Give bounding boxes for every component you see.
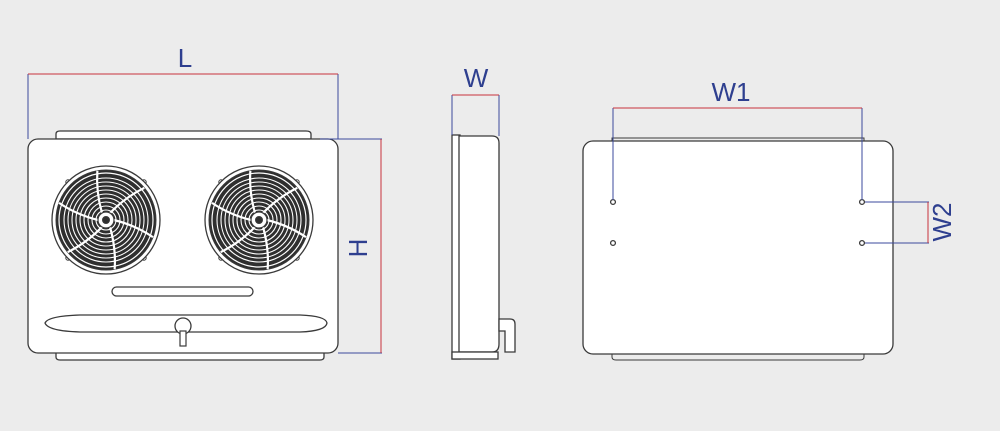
mount-hole [609, 239, 617, 247]
rear-top-rail [611, 137, 865, 141]
side-drain [498, 318, 516, 353]
label-H: H [343, 239, 373, 258]
dimension-W: W [451, 63, 500, 136]
dimension-H: H [320, 138, 382, 354]
front-top-rail [55, 130, 312, 140]
mount-hole [858, 198, 866, 206]
mount-hole [609, 198, 617, 206]
side-body [458, 135, 500, 353]
label-L: L [178, 43, 192, 73]
label-W2: W2 [927, 203, 957, 242]
side-base [451, 351, 499, 360]
label-W: W [464, 63, 489, 93]
dimension-L: L [27, 43, 339, 139]
rear-view: W1 W2 [582, 77, 957, 361]
mount-hole [858, 239, 866, 247]
rear-housing [582, 140, 894, 355]
fan-right [204, 165, 314, 275]
rear-bottom-rail [611, 354, 865, 361]
air-slot [111, 286, 254, 297]
label-W1: W1 [712, 77, 751, 107]
dimension-W2: W2 [865, 201, 957, 244]
front-view: L H [27, 43, 382, 361]
side-view: W [451, 63, 516, 360]
front-bottom-rail [55, 351, 325, 361]
fan-left [51, 165, 161, 275]
drain-knob [174, 317, 192, 347]
dimension-W1: W1 [612, 77, 863, 200]
